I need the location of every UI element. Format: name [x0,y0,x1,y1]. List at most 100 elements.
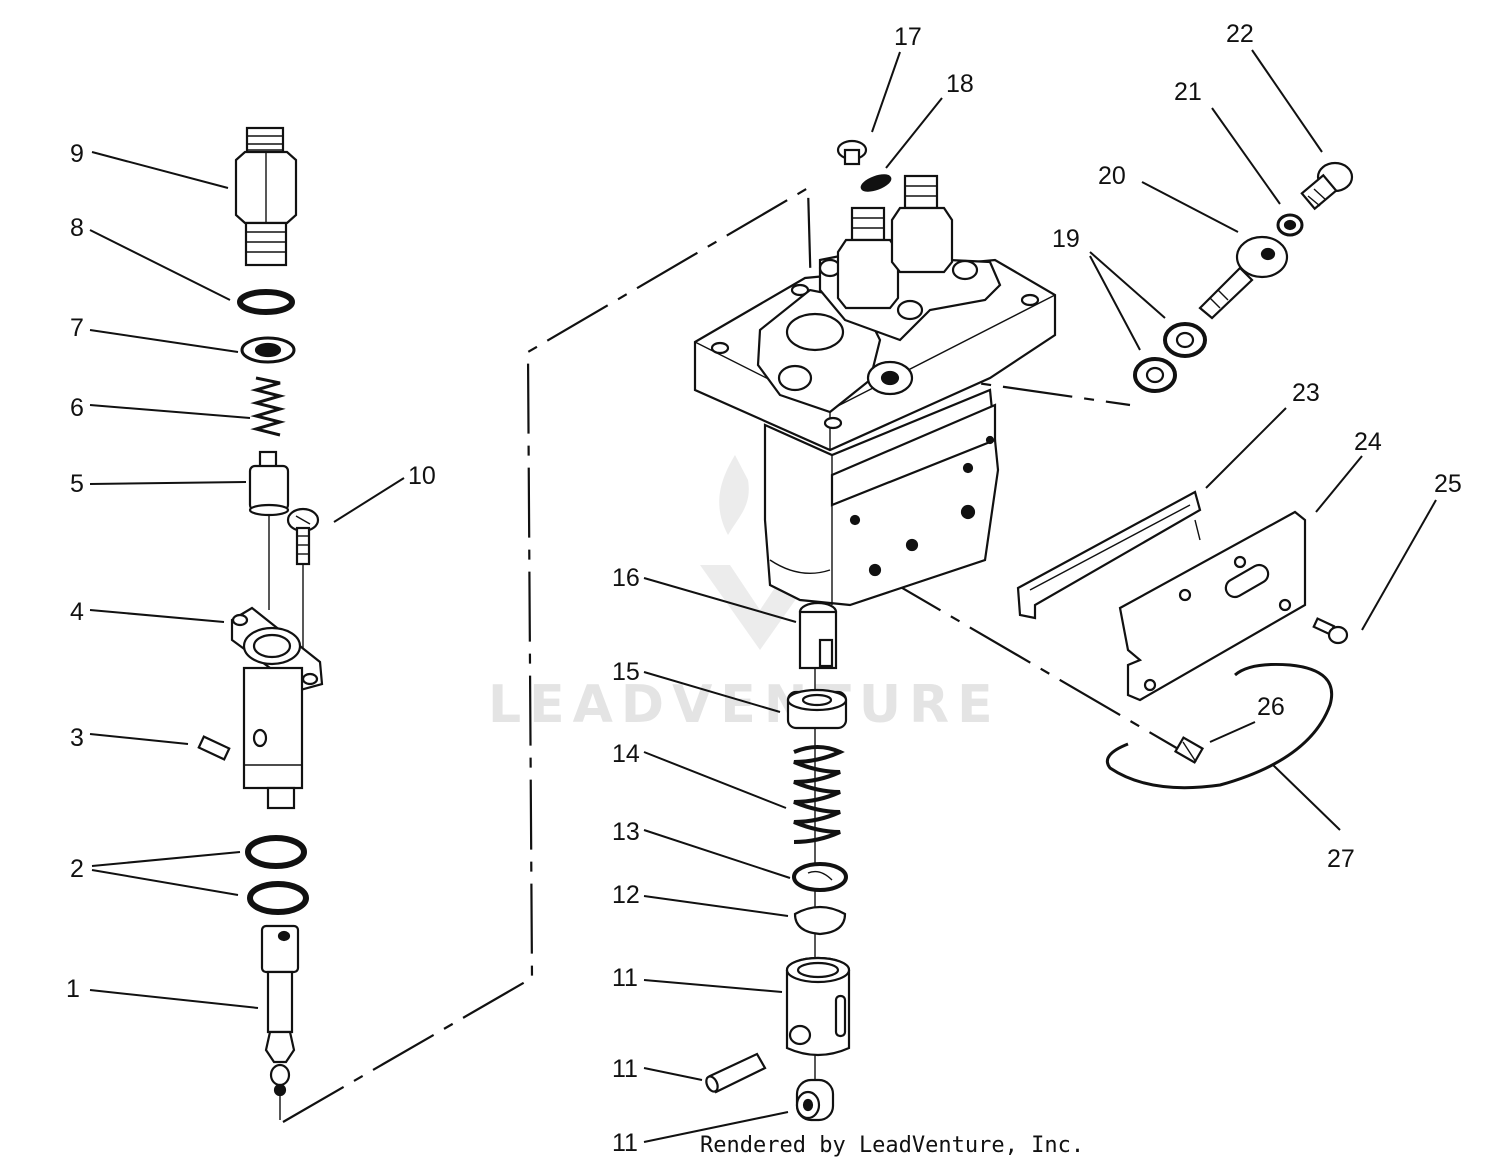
callout-label: 24 [1354,428,1382,456]
callout-label: 11 [612,1055,638,1083]
callout-label: 12 [612,881,640,909]
callout-leader [643,751,787,809]
callout-9: 9 [70,140,229,189]
callout-leader [333,477,405,523]
callout-3: 3 [70,724,189,752]
callout-label: 11 [612,1129,638,1157]
callout-10: 10 [333,462,436,523]
callout-8: 8 [70,214,231,301]
callout-11: 11 [612,1111,789,1157]
part-1-plunger [260,924,300,1120]
callout-2: 2 [70,851,241,896]
part-26-plug [1173,736,1205,764]
outlet-fitting-left [836,206,900,310]
alignment-dashed-line [282,186,814,1123]
callout-leader [91,869,239,896]
credit-text: Rendered by LeadVenture, Inc. [700,1133,1084,1158]
part-21-sealing-washer [1276,213,1304,237]
callout-label: 25 [1434,470,1462,498]
callout-leader [643,1111,789,1143]
callout-label: 11 [612,964,638,992]
callout-label: 3 [70,724,84,752]
callout-19: 19 [1052,225,1166,351]
part-11-tappet-pin [705,1052,767,1094]
part-6-spring [250,376,286,437]
callout-leader [89,404,251,419]
callout-label: 16 [612,564,640,592]
callout-label: 20 [1098,162,1126,190]
callout-leader [89,481,247,485]
callout-label: 13 [612,818,640,846]
callout-leader [1089,251,1166,319]
dashed-line-lower [879,574,1181,751]
part-8-o-ring [237,289,295,315]
callout-label: 4 [70,598,84,626]
callout-4: 4 [70,598,225,626]
watermark-text: LEADVENTURE [488,675,1001,735]
callout-23: 23 [1205,379,1320,489]
callout-20: 20 [1098,162,1239,233]
callout-leader [643,1067,703,1081]
callout-27: 27 [1271,763,1355,873]
callout-label: 6 [70,394,84,422]
callout-leader [89,229,231,301]
part-3-pin [197,735,231,761]
callout-leader [1251,49,1323,153]
callout-12: 12 [612,881,789,917]
callout-leader [643,829,791,879]
pump-body [693,174,1057,607]
callout-leader [1361,499,1437,631]
callout-21: 21 [1174,78,1281,205]
callout-label: 8 [70,214,84,242]
callout-26: 26 [1209,693,1285,743]
callout-leader [1205,407,1287,489]
callout-leader [1271,763,1341,831]
part-9-delivery-valve-holder [234,126,298,267]
callout-leader [91,151,229,189]
callout-leader [91,851,241,867]
callout-leader [1141,181,1239,233]
callout-label: 10 [408,462,436,490]
callout-11: 11 [612,1055,703,1083]
callout-leader [1211,107,1281,205]
callout-label: 17 [894,23,922,51]
part-23-control-rack [1016,490,1202,620]
part-13-lower-seat [792,862,848,892]
part-25-screw [1312,617,1349,645]
callout-label: 22 [1226,20,1254,48]
callout-label: 14 [612,740,640,768]
callout-label: 5 [70,470,84,498]
callout-label: 27 [1327,845,1355,873]
callout-15: 15 [612,658,781,713]
callout-label: 23 [1292,379,1320,407]
part-18-washer [860,174,892,192]
left-assembly [197,126,324,1120]
callout-leader [1089,255,1141,351]
part-22-banjo-bolt [1300,161,1354,211]
callout-14: 14 [612,740,787,809]
callout-1: 1 [66,975,259,1009]
callout-label: 26 [1257,693,1285,721]
part-19-washers [1133,322,1207,393]
part-24-cover-plate [1118,510,1307,702]
callout-leader [1209,721,1256,743]
part-27-wire-spring [1105,663,1333,790]
callout-25: 25 [1361,470,1462,631]
callout-label: 19 [1052,225,1080,253]
callout-label: 9 [70,140,84,168]
callout-leader [643,895,789,917]
callout-18: 18 [885,70,974,169]
part-5-delivery-valve [248,450,290,517]
callout-7: 7 [70,314,239,353]
part-4-flange-barrel [230,606,324,810]
plunger-tip [273,1083,287,1097]
callout-leader [885,97,943,169]
part-15-upper-seat [786,688,848,730]
callout-leader [643,577,797,623]
part-20-banjo-fitting [1198,235,1289,320]
callout-leader [871,51,901,133]
callout-label: 18 [946,70,974,98]
callout-leader [89,989,259,1009]
